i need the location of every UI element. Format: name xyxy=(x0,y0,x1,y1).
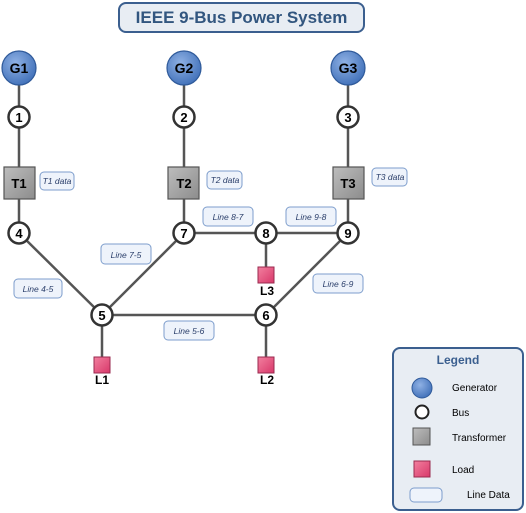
bus-9-label: 9 xyxy=(344,226,351,241)
bus-4-label: 4 xyxy=(15,226,23,241)
transformer-t3-data-label: T3 data xyxy=(376,172,405,182)
bus-5-label: 5 xyxy=(98,308,105,323)
legend-generator-icon xyxy=(411,377,433,399)
legend: Legend Generator Bus Transformer Load Li… xyxy=(392,347,524,511)
generator-g1-label: G1 xyxy=(10,60,29,76)
line-data-line-7-5[interactable]: Line 7-5 xyxy=(100,243,152,265)
transformers: T1 T2 T3 T1 data T2 data T3 data xyxy=(3,166,408,200)
buses: 1 2 3 4 5 6 7 8 9 xyxy=(7,105,360,327)
bus-2-label: 2 xyxy=(180,110,187,125)
transformer-t3[interactable]: T3 xyxy=(332,166,365,200)
load-l3-label: L3 xyxy=(260,284,274,298)
line-label-9-8: Line 9-8 xyxy=(296,212,327,222)
line-data-line-4-5[interactable]: Line 4-5 xyxy=(13,278,63,299)
legend-bus-label: Bus xyxy=(452,408,470,419)
legend-line-data-icon xyxy=(409,487,443,503)
conn-line-4-5 xyxy=(18,232,103,316)
bus-1[interactable]: 1 xyxy=(7,105,31,129)
generator-g3[interactable]: G3 xyxy=(330,50,366,86)
load-l3[interactable]: L3 xyxy=(257,266,275,298)
line-data-line-9-8[interactable]: Line 9-8 xyxy=(285,206,337,227)
legend-load-label: Load xyxy=(452,465,475,476)
transformer-t1-label: T1 xyxy=(11,176,26,191)
bus-5[interactable]: 5 xyxy=(90,303,114,327)
bus-3-label: 3 xyxy=(344,110,351,125)
conn-line-7-5 xyxy=(101,232,185,316)
legend-generator-label: Generator xyxy=(452,383,498,394)
transformer-t2[interactable]: T2 xyxy=(167,166,200,200)
generators: G1 G2 G3 xyxy=(1,50,366,86)
transformer-t3-label: T3 xyxy=(340,176,355,191)
diagram-title: IEEE 9-Bus Power System xyxy=(118,2,365,33)
legend-bus-icon xyxy=(414,404,430,420)
legend-title: Legend xyxy=(436,353,480,367)
legend-symbols xyxy=(409,377,443,503)
bus-8[interactable]: 8 xyxy=(254,221,278,245)
line-data-boxes: Line 4-5 Line 7-5 Line 5-6 Line 8-7 Line… xyxy=(13,206,364,341)
transformer-t1[interactable]: T1 xyxy=(3,166,36,200)
legend-transformer-label: Transformer xyxy=(452,433,507,444)
line-data-line-8-7[interactable]: Line 8-7 xyxy=(202,206,254,227)
bus-6[interactable]: 6 xyxy=(254,303,278,327)
legend-line-data-label: Line Data xyxy=(467,490,510,501)
bus-6-label: 6 xyxy=(262,308,269,323)
generator-g3-label: G3 xyxy=(339,60,358,76)
diagram-title-text: IEEE 9-Bus Power System xyxy=(135,7,348,27)
transformer-t1-data[interactable]: T1 data xyxy=(39,171,75,191)
line-label-5-6: Line 5-6 xyxy=(174,326,205,336)
load-l2[interactable]: L2 xyxy=(257,356,275,387)
load-l2-label: L2 xyxy=(260,373,274,387)
bus-3[interactable]: 3 xyxy=(336,105,360,129)
load-l1[interactable]: L1 xyxy=(93,356,111,387)
conn-line-6-9 xyxy=(265,232,349,316)
legend-load-icon xyxy=(413,460,431,478)
line-label-8-7: Line 8-7 xyxy=(213,212,244,222)
generator-g2[interactable]: G2 xyxy=(166,50,202,86)
line-data-line-6-9[interactable]: Line 6-9 xyxy=(312,273,364,294)
bus-2[interactable]: 2 xyxy=(172,105,196,129)
transformer-t1-data-label: T1 data xyxy=(43,176,72,186)
transformer-t3-data[interactable]: T3 data xyxy=(371,167,408,187)
legend-transformer-icon xyxy=(412,427,431,446)
bus-7[interactable]: 7 xyxy=(172,221,196,245)
loads: L3 L1 L2 xyxy=(93,266,275,387)
generator-g1[interactable]: G1 xyxy=(1,50,37,86)
transformer-t2-data[interactable]: T2 data xyxy=(206,170,243,190)
line-data-line-5-6[interactable]: Line 5-6 xyxy=(163,320,215,341)
line-label-4-5: Line 4-5 xyxy=(23,284,54,294)
bus-4[interactable]: 4 xyxy=(7,221,31,245)
generator-g2-label: G2 xyxy=(175,60,194,76)
line-label-6-9: Line 6-9 xyxy=(323,279,354,289)
load-l1-label: L1 xyxy=(95,373,109,387)
bus-7-label: 7 xyxy=(180,226,187,241)
transformer-t2-data-label: T2 data xyxy=(211,175,240,185)
bus-8-label: 8 xyxy=(262,226,269,241)
line-label-7-5: Line 7-5 xyxy=(111,250,142,260)
transformer-t2-label: T2 xyxy=(176,176,191,191)
bus-1-label: 1 xyxy=(15,110,22,125)
bus-9[interactable]: 9 xyxy=(336,221,360,245)
